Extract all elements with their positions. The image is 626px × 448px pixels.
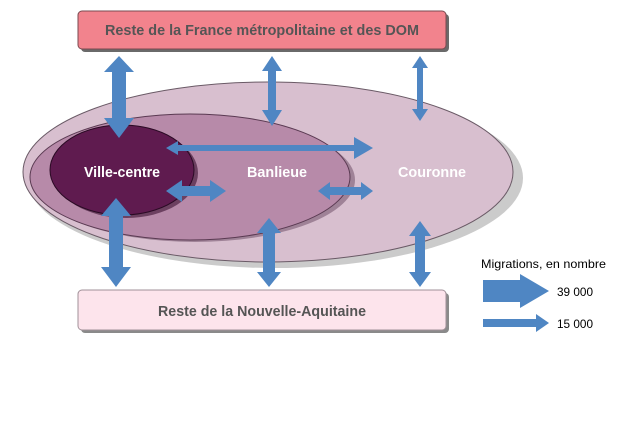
arrow-ville-centre-top [104,56,134,138]
arrow-banlieue-bottom [257,218,281,287]
banlieue-label: Banlieue [247,164,307,181]
legend-small-value: 15 000 [557,317,593,331]
arrow-couronne-bottom [409,221,431,287]
legend-large-arrow [483,274,549,308]
legend-small-arrow [483,314,549,332]
legend-title: Migrations, en nombre [481,257,606,271]
couronne-label: Couronne [398,164,466,181]
ville-centre-label: Ville-centre [84,164,160,181]
arrow-banlieue-couronne [318,182,373,200]
top-box [77,10,447,50]
legend-large-value: 39 000 [557,285,593,299]
arrow-ville-centre-banlieue [166,180,226,202]
bottom-box-label: Reste de la Nouvelle-Aquitaine [158,303,366,320]
top-box-label: Reste de la France métropolitaine et des… [105,22,419,39]
arrow-banlieue-top [262,56,282,126]
bottom-box [77,289,447,331]
arrow-ville-centre-couronne [166,137,373,159]
arrow-couronne-top [412,56,428,121]
arrow-ville-centre-bottom [101,198,131,287]
